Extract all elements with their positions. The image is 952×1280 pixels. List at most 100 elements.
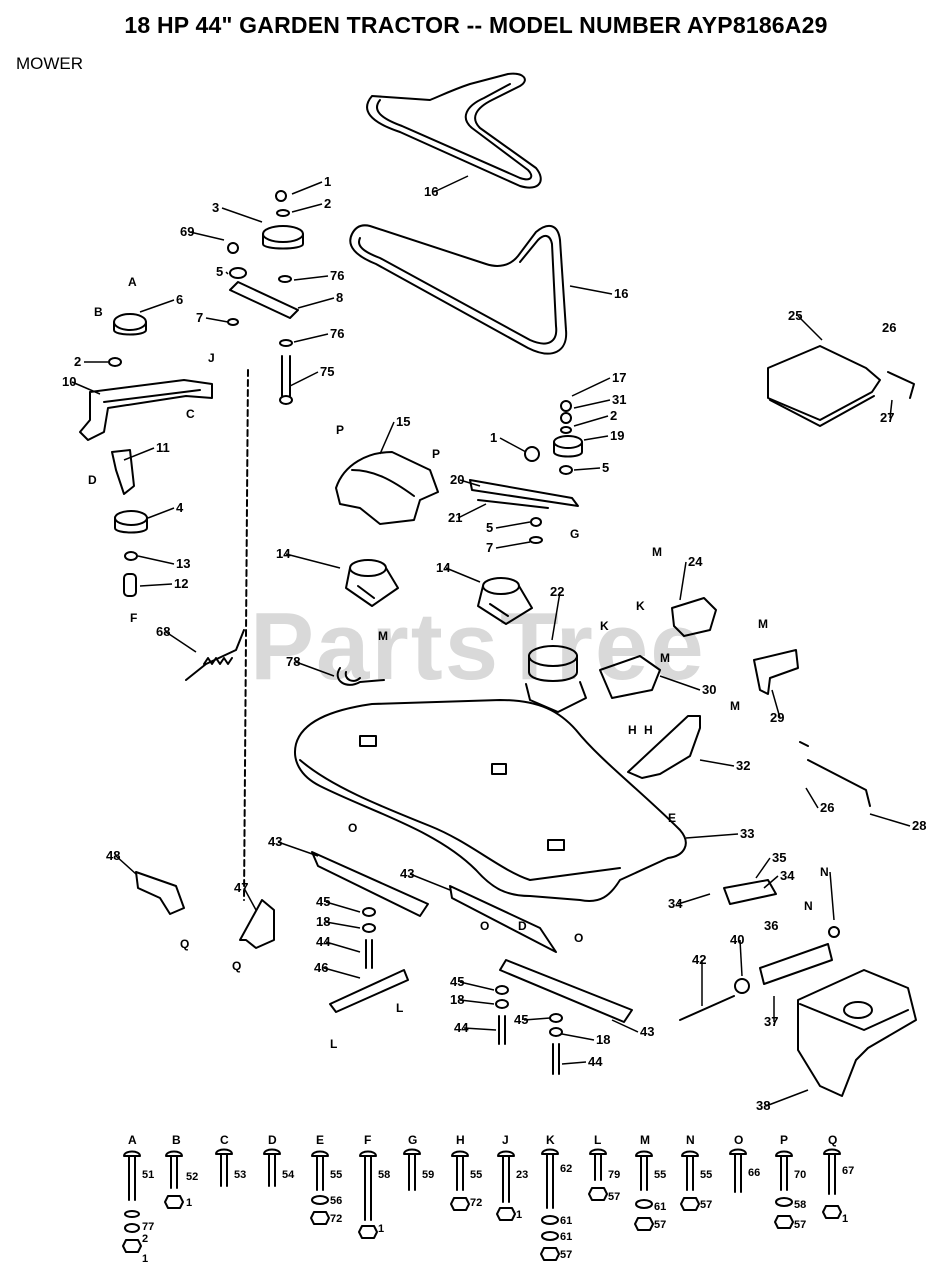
callout-leader-line — [463, 1027, 497, 1031]
hardware-group-letter: N — [686, 1133, 695, 1147]
hardware-ref-letter: Q — [232, 959, 241, 973]
hardware-group-letter: E — [316, 1133, 324, 1147]
diagram-artwork — [79, 72, 917, 1261]
hardware-part-number: 2 — [142, 1233, 148, 1245]
part-callout: 2 — [610, 408, 617, 423]
hardware-group-letter: J — [502, 1133, 509, 1147]
hardware-ref-letter: J — [208, 351, 215, 365]
part-callout: 45 — [450, 974, 464, 989]
callout-leader-line — [765, 1089, 809, 1107]
callout-leader-line — [583, 435, 609, 441]
part-callout: 38 — [756, 1098, 770, 1113]
hardware-group-letter: D — [268, 1133, 277, 1147]
callout-leader-line — [459, 479, 481, 487]
hardware-part-number: 72 — [470, 1197, 482, 1209]
callout-leader-line — [797, 315, 823, 341]
hardware-ref-letter: C — [186, 407, 195, 421]
hardware-group-letter: F — [364, 1133, 371, 1147]
part-callout: 43 — [268, 834, 282, 849]
part-callout: 16 — [424, 184, 438, 199]
hardware-ref-letter: P — [336, 423, 344, 437]
hardware-part-number: 55 — [470, 1169, 482, 1181]
hardware-group-letter: G — [408, 1133, 417, 1147]
part-callout: 15 — [396, 414, 410, 429]
callout-leader-line — [459, 999, 495, 1005]
callout-leader-line — [147, 507, 175, 519]
callout-leader-line — [289, 371, 319, 387]
part-callout: 26 — [882, 320, 896, 335]
part-callout: 45 — [514, 1012, 528, 1027]
callout-leader-line — [571, 377, 611, 397]
hardware-ref-letter: O — [574, 931, 583, 945]
hardware-ref-letter: D — [88, 473, 97, 487]
callout-leader-line — [205, 317, 229, 323]
hardware-ref-letter: E — [668, 811, 676, 825]
part-callout: 22 — [550, 584, 564, 599]
hardware-group-letter: L — [594, 1133, 601, 1147]
callout-leader-line — [221, 207, 263, 223]
part-callout: 12 — [174, 576, 188, 591]
callout-leader-line — [459, 981, 495, 991]
hardware-part-number: 77 — [142, 1221, 154, 1233]
hardware-ref-letter: L — [330, 1037, 337, 1051]
callout-leader-line — [297, 297, 335, 309]
callout-leader-line — [523, 1017, 551, 1021]
hardware-ref-letter: M — [730, 699, 740, 713]
part-callout: 32 — [736, 758, 750, 773]
part-callout: 44 — [316, 934, 331, 949]
callout-leader-line — [189, 231, 225, 241]
callout-leader-line — [573, 415, 609, 427]
callout-leader-line — [291, 181, 323, 195]
part-callout: 35 — [772, 850, 786, 865]
hardware-ref-letter: D — [518, 919, 527, 933]
hardware-ref-letter: K — [636, 599, 645, 613]
hardware-part-number: 57 — [560, 1249, 572, 1261]
hardware-ref-letter: N — [820, 865, 829, 879]
part-callout: 69 — [180, 224, 194, 239]
callout-leader-line — [323, 967, 361, 979]
hardware-ref-letter: B — [94, 305, 103, 319]
callout-leader-line — [829, 871, 835, 921]
callout-leader-line — [569, 285, 613, 295]
part-callout: 8 — [336, 290, 343, 305]
hardware-ref-letter: M — [652, 545, 662, 559]
callout-leader-line — [499, 437, 527, 453]
hardware-part-number: 23 — [516, 1169, 528, 1181]
hardware-group-letter: H — [456, 1133, 465, 1147]
callout-leader-line — [277, 841, 319, 857]
discharge-chute — [797, 969, 917, 1097]
callout-leader-line — [165, 631, 197, 653]
callout-leader-line — [679, 561, 687, 601]
part-callout: 18 — [316, 914, 330, 929]
hardware-group-letter: B — [172, 1133, 181, 1147]
hardware-part-number: 55 — [654, 1169, 666, 1181]
hardware-ref-letter: P — [432, 447, 440, 461]
hardware-part-number: 56 — [330, 1195, 342, 1207]
part-callout: 40 — [730, 932, 744, 947]
hardware-part-number: 55 — [700, 1169, 712, 1181]
callout-leader-line — [611, 1019, 639, 1033]
hardware-part-number: 66 — [748, 1167, 760, 1179]
hardware-group-letter: Q — [828, 1133, 837, 1147]
callout-leader-line — [115, 855, 137, 875]
hardware-ref-letter: M — [758, 617, 768, 631]
pulley-3 — [262, 225, 304, 243]
hardware-part-number: 57 — [700, 1199, 712, 1211]
part-callout: 6 — [176, 292, 183, 307]
hardware-labels: A517721B521C53D54E555672F581G59H5572J231… — [128, 1133, 854, 1265]
hardware-part-number: 58 — [378, 1169, 390, 1181]
part-callout: 16 — [614, 286, 628, 301]
hardware-part-number: 1 — [142, 1253, 148, 1265]
hardware-group-letter: M — [640, 1133, 650, 1147]
part-callout: 7 — [486, 540, 493, 555]
callout-leader-line — [137, 555, 175, 565]
hardware-part-number: 53 — [234, 1169, 246, 1181]
part-callout: 68 — [156, 624, 170, 639]
part-callout: 76 — [330, 326, 344, 341]
hardware-group-letter: K — [546, 1133, 555, 1147]
part-callout: 75 — [320, 364, 334, 379]
hardware-group-letter: P — [780, 1133, 788, 1147]
part-callout: 34 — [780, 868, 795, 883]
callout-leader-line — [445, 567, 481, 583]
